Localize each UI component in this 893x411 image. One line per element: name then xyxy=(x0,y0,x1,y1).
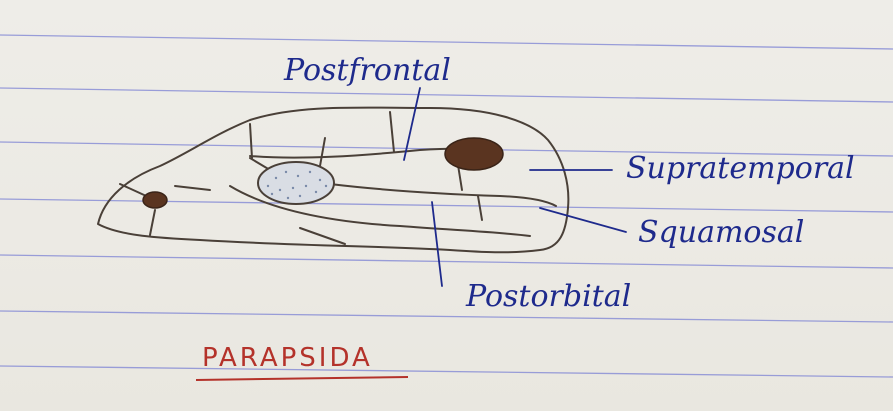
postfrontal-pointer xyxy=(404,88,420,160)
cheek-suture xyxy=(330,184,556,206)
label-squamosal: Squamosal xyxy=(638,215,804,250)
rule-line xyxy=(0,35,893,49)
suture xyxy=(478,196,482,220)
suture xyxy=(320,138,325,166)
suture xyxy=(150,210,155,235)
suture xyxy=(390,112,394,152)
rule-line xyxy=(0,311,893,322)
rule-line xyxy=(0,88,893,102)
suture xyxy=(250,158,270,170)
diagram-title: PARAPSIDA xyxy=(202,343,373,373)
postorbital-pointer xyxy=(432,202,442,286)
suture xyxy=(250,124,252,158)
label-supratemporal: Supratemporal xyxy=(626,151,855,186)
suture xyxy=(300,228,345,244)
rule-line xyxy=(0,255,893,268)
label-postfrontal: Postfrontal xyxy=(283,53,451,88)
suture xyxy=(175,186,210,190)
external-naris xyxy=(143,192,167,208)
squamosal-pointer xyxy=(540,208,626,232)
title-underline xyxy=(196,377,408,380)
label-postorbital: Postorbital xyxy=(465,279,631,314)
rule-line xyxy=(0,199,893,212)
supratemporal-fenestra xyxy=(445,138,503,170)
rule-line xyxy=(0,366,893,377)
orbit xyxy=(258,162,334,204)
